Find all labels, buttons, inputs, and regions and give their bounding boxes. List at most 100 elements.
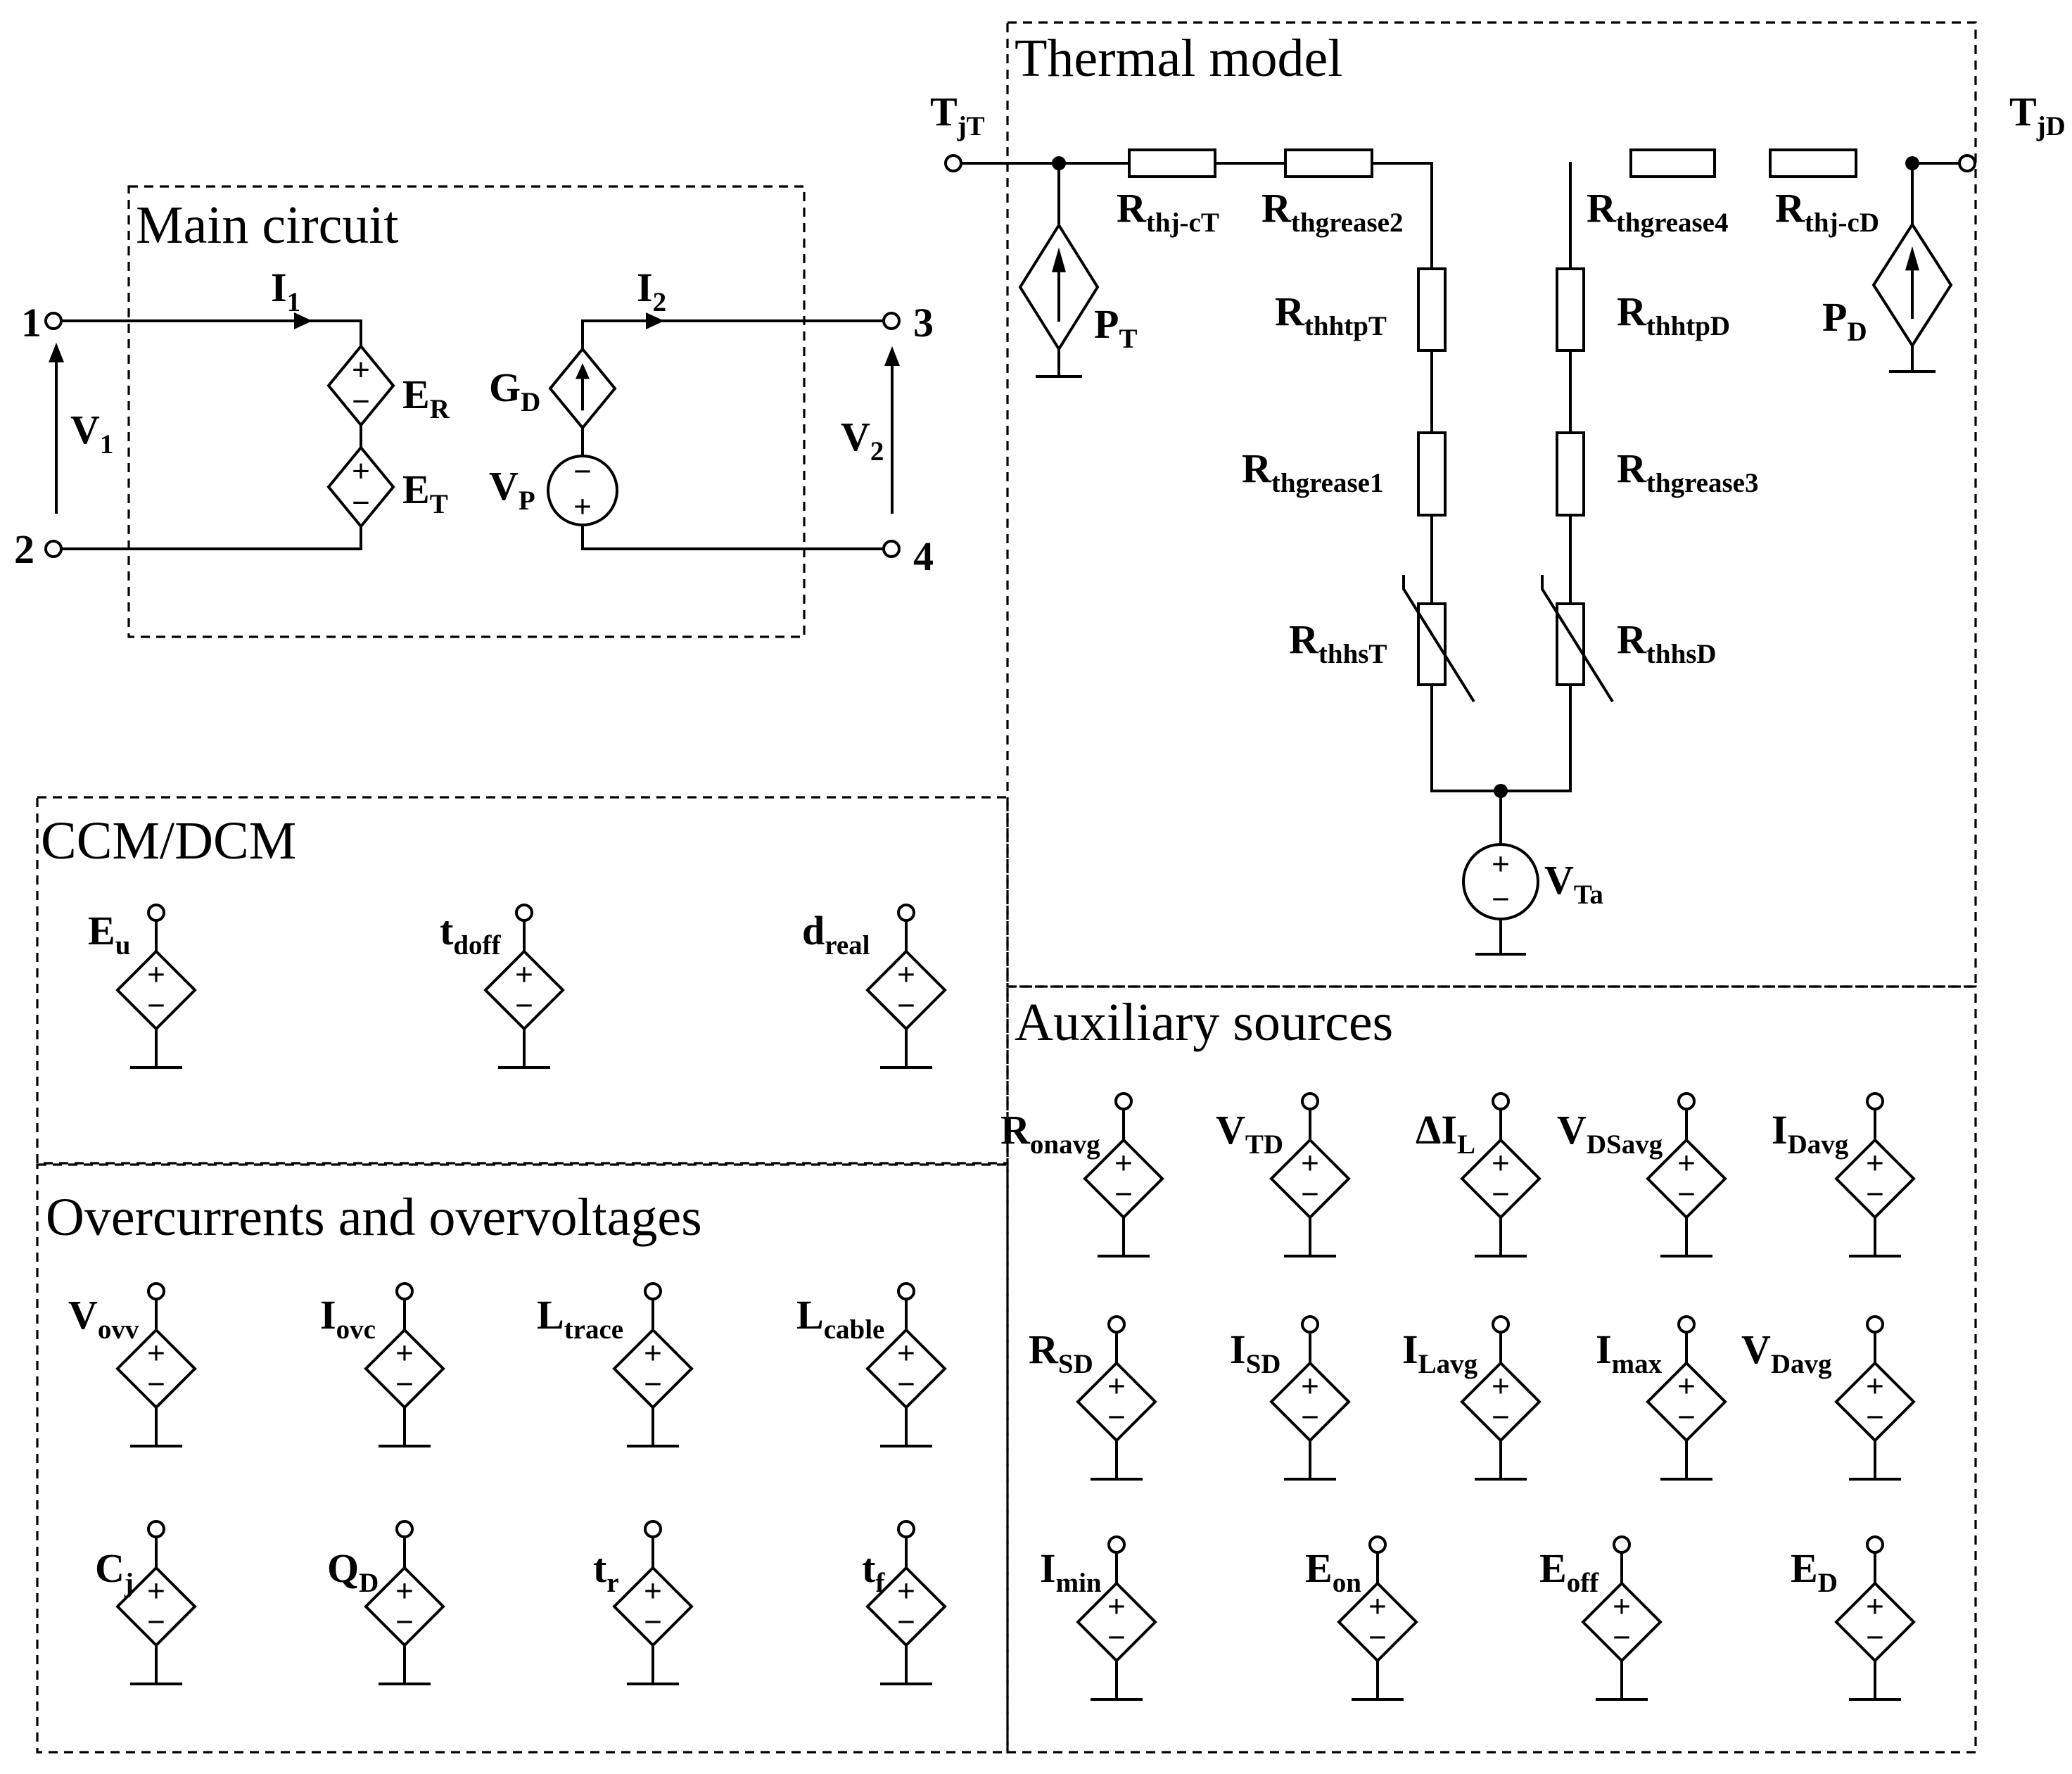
left-wire-3 <box>1430 683 1572 792</box>
minus-sign: − <box>1368 1621 1387 1655</box>
source-label: Vovv <box>68 1292 139 1345</box>
tjt-label-sub: jT <box>957 111 985 141</box>
source-label-base: R <box>1029 1326 1059 1372</box>
vta-label-base: V <box>1544 857 1574 903</box>
source-label: tdoff <box>440 908 502 961</box>
minus-sign: − <box>1613 1621 1631 1655</box>
pt-source <box>1018 222 1100 352</box>
aux-source-9: +−VDavg <box>1741 1315 1916 1481</box>
i2-label: I2 <box>637 265 666 317</box>
minus-sign: − <box>1107 1621 1126 1655</box>
minus-sign: − <box>352 384 370 419</box>
vp-plus: + <box>573 490 592 524</box>
source-label: VTD <box>1216 1107 1283 1160</box>
auxiliary-panel <box>1006 985 1977 1754</box>
source-terminal <box>1492 1315 1510 1333</box>
source-terminal <box>515 904 533 922</box>
i1-arrow <box>294 312 312 329</box>
minus-sign: − <box>515 989 533 1023</box>
plus-sign: + <box>1368 1590 1387 1624</box>
ccm-source-1: +−tdoff <box>440 904 565 1069</box>
rthhsd-diagonal <box>1541 575 1614 703</box>
ovc-source-1: +−Iovc <box>320 1282 445 1447</box>
source-label-base: E <box>88 908 115 953</box>
source-label-sub: u <box>115 930 131 961</box>
top-left-wire <box>59 319 362 348</box>
er-label-base: E <box>402 372 430 417</box>
v2-label-sub: 2 <box>870 436 884 467</box>
terminal-2 <box>44 540 63 558</box>
source-label: Cj <box>95 1545 134 1598</box>
minus-sign: − <box>1301 1177 1319 1212</box>
source-label-base: d <box>802 908 825 953</box>
source-label-sub: onavg <box>1030 1129 1100 1160</box>
aux-source-12: +−Eoff <box>1539 1535 1663 1701</box>
rthhsd-label-sub: thhsD <box>1646 639 1717 669</box>
source-label-sub: trace <box>564 1314 623 1345</box>
source-label: QD <box>327 1545 379 1598</box>
plus-sign: + <box>1866 1146 1884 1181</box>
source-terminal <box>897 904 915 922</box>
ccm-source-2: +−dreal <box>802 904 947 1069</box>
minus-sign: − <box>897 1605 915 1640</box>
minus-sign: − <box>395 1367 414 1402</box>
source-label-sub: Davg <box>1788 1129 1849 1160</box>
aux-source-13: +−ED <box>1791 1535 1916 1701</box>
i1-label-sub: 1 <box>287 287 301 317</box>
rthhst-thermistor <box>1417 602 1447 686</box>
rthgrease4-resistor <box>1629 148 1716 178</box>
v1-label-sub: 1 <box>100 429 114 460</box>
diamond-shape <box>326 445 395 529</box>
ovc-source-3: +−Lcable <box>796 1282 947 1447</box>
plus-sign: + <box>395 1574 414 1609</box>
vp-label: VP <box>489 463 535 516</box>
rthj-ct-label-sub: thj-cT <box>1146 208 1219 238</box>
et-label-sub: T <box>430 489 448 519</box>
rthhtpt-label-sub: thhtpT <box>1304 311 1387 341</box>
minus-sign: − <box>147 989 165 1023</box>
overcurrents-panel <box>36 1163 1009 1754</box>
minus-sign: − <box>395 1605 414 1640</box>
rthhsd-label-base: R <box>1617 616 1647 662</box>
source-label-base: Q <box>327 1545 359 1591</box>
plus-sign: + <box>1114 1146 1133 1181</box>
minus-sign: − <box>1866 1621 1884 1655</box>
gd-source <box>548 346 617 431</box>
ovc-source-7: +−tf <box>862 1520 947 1685</box>
rthgrease1-resistor <box>1417 431 1447 517</box>
source-label: Iovc <box>320 1292 376 1345</box>
rthj-cd-label-base: R <box>1775 185 1805 231</box>
tjd-junction <box>1905 156 1919 170</box>
rthhsd-thermistor <box>1556 602 1585 686</box>
source-label-sub: max <box>1612 1349 1663 1379</box>
plus-sign: + <box>1492 1369 1510 1404</box>
vta-label-sub: Ta <box>1574 880 1603 910</box>
source-diamond: +− <box>1460 1138 1542 1219</box>
source-label-sub: DSavg <box>1587 1129 1663 1160</box>
v2-label: V2 <box>841 414 884 467</box>
ovc-source-2: +−Ltrace <box>537 1282 694 1447</box>
plus-sign: + <box>644 1574 662 1609</box>
rthhtpt-resistor <box>1417 267 1447 352</box>
source-label-sub: D <box>359 1568 379 1598</box>
minus-sign: − <box>147 1605 165 1640</box>
source-terminal <box>1368 1535 1387 1554</box>
source-diamond: +− <box>612 1328 694 1409</box>
minus-sign: − <box>1866 1400 1884 1435</box>
rthgrease1-label-base: R <box>1242 445 1272 491</box>
rthgrease2-resistor <box>1284 148 1373 178</box>
source-label: ILavg <box>1402 1326 1478 1379</box>
source-label-sub: SD <box>1246 1349 1281 1379</box>
source-diamond: +− <box>364 1566 445 1647</box>
source-label-sub: r <box>606 1568 618 1598</box>
pd-label-base: P <box>1822 294 1847 340</box>
minus-sign: − <box>897 989 915 1023</box>
source-terminal <box>147 1282 165 1300</box>
source-label: Eu <box>88 908 130 961</box>
terminal-1 <box>44 312 63 330</box>
v1-label-base: V <box>70 407 100 452</box>
minus-sign: − <box>1677 1177 1696 1212</box>
pt-label-sub: T <box>1119 324 1137 354</box>
pd-source <box>1871 222 1953 348</box>
